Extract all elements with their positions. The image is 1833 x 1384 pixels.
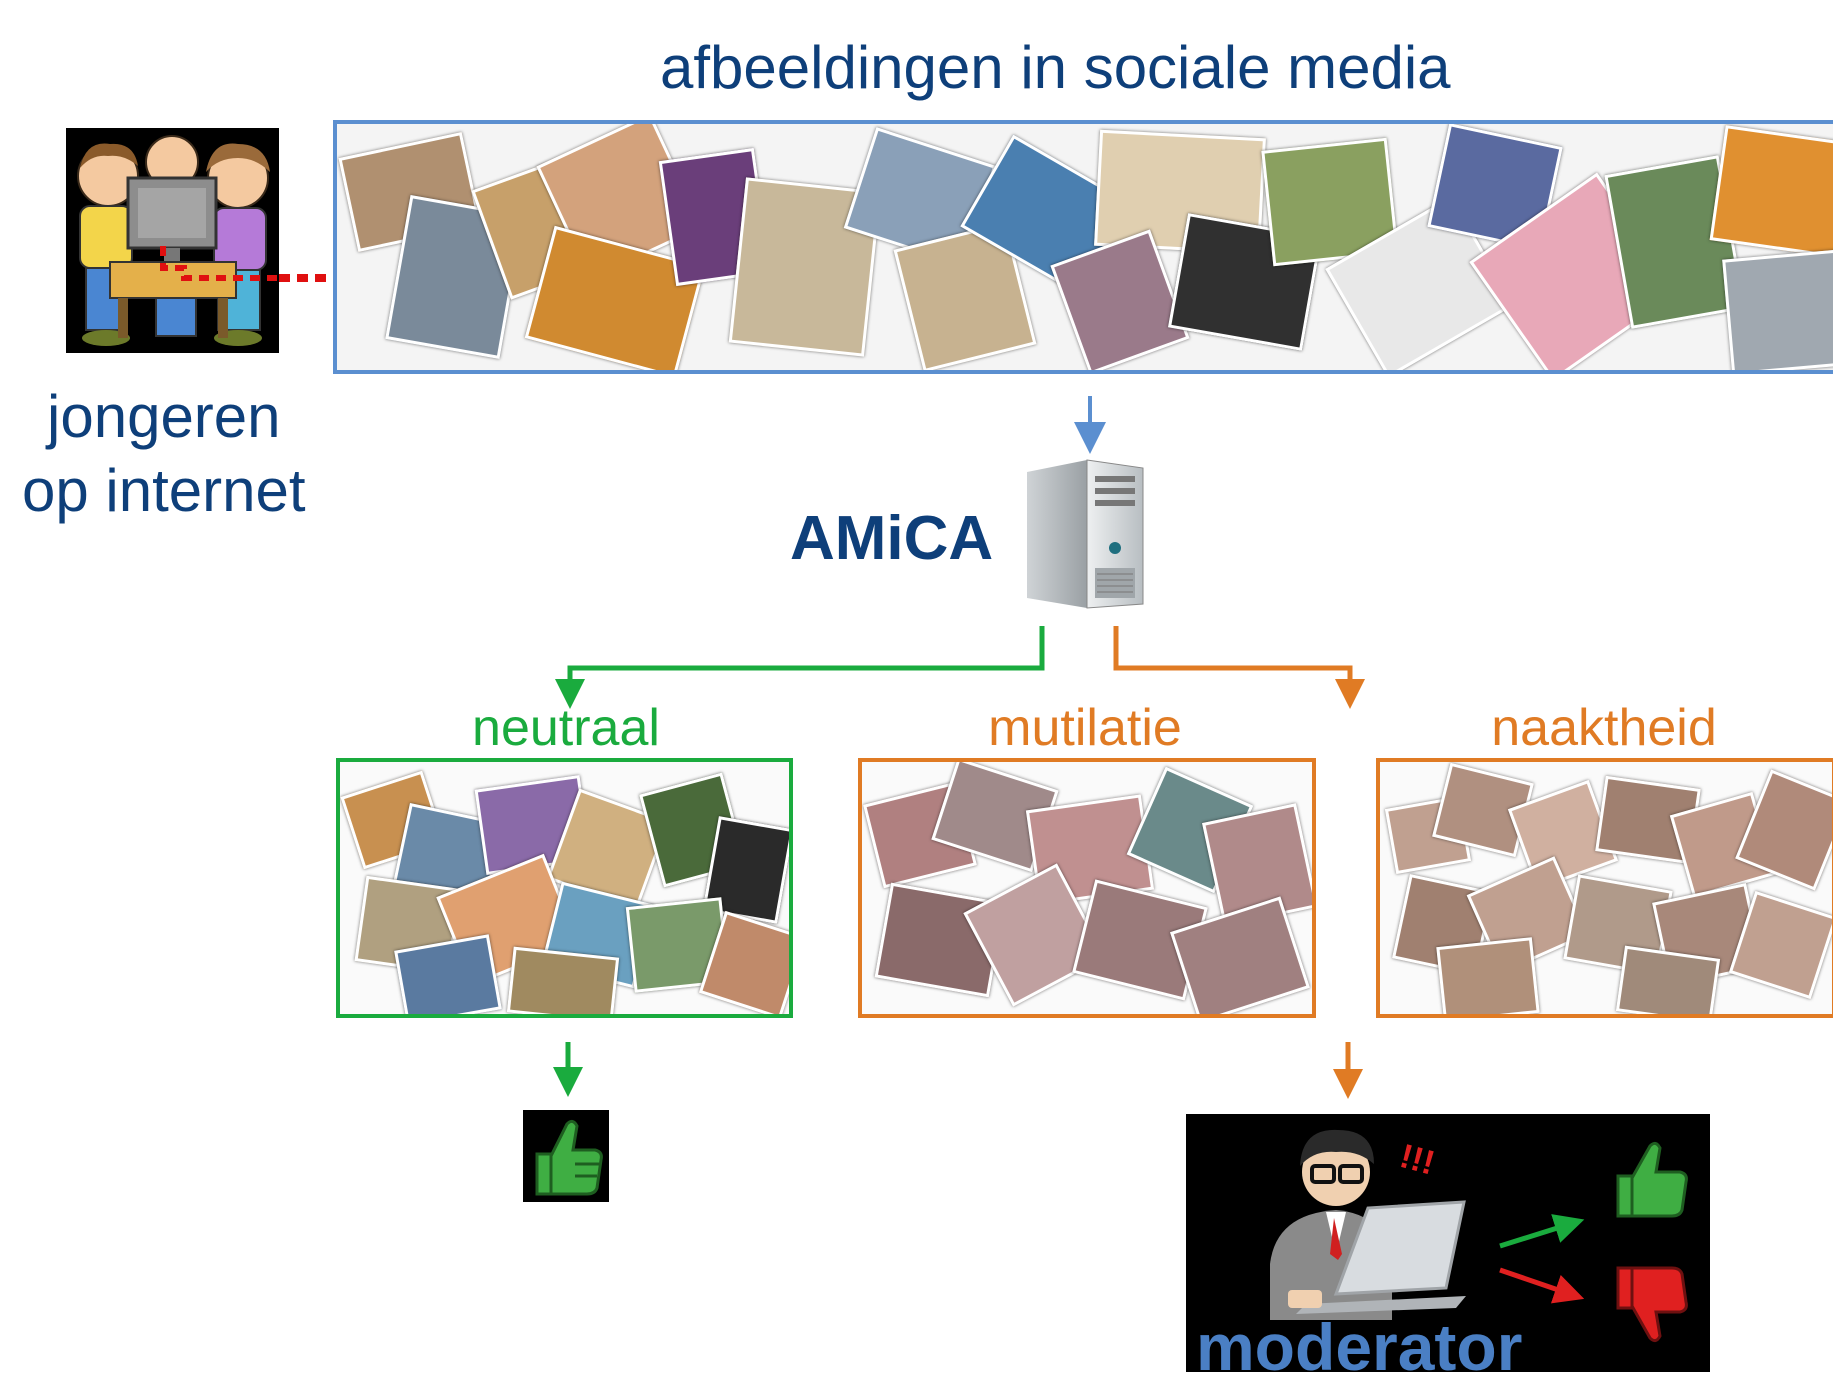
users-label-line2: op internet	[22, 457, 306, 524]
category-label-mutilation: mutilatie	[988, 699, 1182, 757]
moderator-label: moderator	[1196, 1310, 1523, 1384]
amica-label: AMiCA	[790, 504, 994, 573]
server-tower-icon	[1025, 458, 1145, 613]
category-label-nudity: naaktheid	[1491, 699, 1717, 757]
moderator-panel: !!!	[1186, 1114, 1710, 1372]
moderator-at-laptop-icon: !!!	[1270, 1129, 1466, 1320]
mutilation-collage	[858, 758, 1316, 1018]
collage-photo	[1722, 248, 1833, 370]
approve-arrow	[1499, 1214, 1585, 1249]
users-label: jongeren op internet	[22, 380, 306, 528]
reject-arrow	[1499, 1267, 1585, 1304]
nudity-collage	[1376, 758, 1833, 1018]
collage-photo	[1436, 937, 1540, 1014]
collage-photo	[506, 946, 620, 1014]
collage-photo	[1615, 945, 1721, 1014]
social-media-collage	[333, 120, 1833, 374]
diagram-title: afbeeldingen in sociale media	[660, 34, 1451, 101]
kids-at-computer-icon	[66, 128, 279, 353]
collage-photo	[1709, 125, 1833, 259]
arrow-to-flagged	[1113, 626, 1365, 709]
arrow-to-neutral	[555, 626, 1045, 709]
users-label-line1: jongeren	[47, 383, 281, 450]
thumbs-up-icon	[1616, 1141, 1688, 1218]
neutral-collage	[336, 758, 793, 1018]
svg-text:!!!: !!!	[1396, 1137, 1439, 1182]
category-label-neutral: neutraal	[472, 699, 660, 757]
thumbs-down-icon	[1616, 1266, 1688, 1343]
thumbs-up-icon	[523, 1110, 609, 1202]
